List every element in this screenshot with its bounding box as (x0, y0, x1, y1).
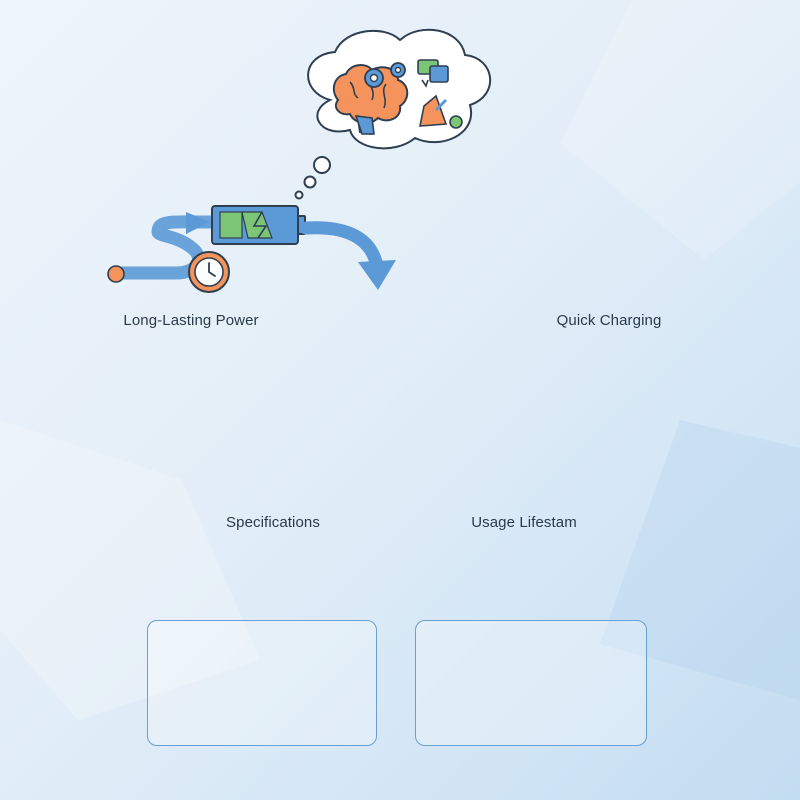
usage-lifespan-label: Usage Lifestam (471, 514, 577, 531)
chat-bubbles-icon (417, 59, 449, 88)
quick-charging-label: Quick Charging (556, 312, 662, 329)
arrow-to-center-left (299, 221, 396, 290)
benefit-panel (415, 620, 647, 746)
specifications-label: Specifications (226, 514, 320, 531)
long-lasting-power-label: Long-Lasting Power (123, 312, 259, 329)
pen-tools-icon (419, 94, 463, 129)
battery-long-lasting-icon (211, 205, 306, 245)
clock-icon (188, 251, 230, 293)
drawback-panel (147, 620, 377, 746)
gear-icon (364, 62, 406, 88)
